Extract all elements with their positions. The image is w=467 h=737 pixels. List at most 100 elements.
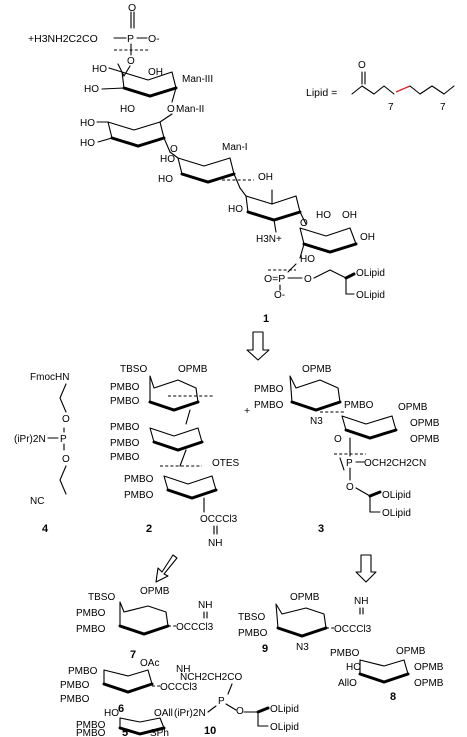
inositol-ring: O HO OH OH HO [287, 210, 375, 273]
c3-cn-chain: OCH2CH2CN [364, 458, 426, 469]
compound-4-structure: FmocHN O (iPr)2N P O NC 4 [14, 372, 70, 535]
c1-man3-oh: OH [148, 67, 163, 78]
compound-6-number: 6 [118, 703, 124, 715]
c9-n3: N3 [296, 642, 309, 653]
c1-olipid-2: OLipid [356, 290, 385, 301]
c10-p: P [218, 696, 225, 707]
c10-ncchain: NCH2CH2CO [180, 672, 242, 683]
c4-fmochn: FmocHN [30, 372, 69, 383]
c1-man1-ho-2: HO [158, 174, 173, 185]
c8-pmbo: PMBO [330, 648, 360, 659]
c5-sph: SPh [150, 728, 169, 737]
c1-ino-ho-2: HO [300, 254, 315, 265]
c1-lower-o: O [304, 274, 312, 285]
c7-pmbo-1: PMBO [76, 608, 106, 619]
c1-glcn-amine: H3N+ [256, 234, 282, 245]
c1-olipid-1: OLipid [356, 268, 385, 279]
c3-olipid-1: OLipid [382, 490, 411, 501]
c1-man1-o: O [170, 144, 178, 155]
c10-amine: (iPr)2N [174, 708, 206, 719]
compound-1-structure: +H3NH2C2CO P O O- O HO HO OH Man-III O [28, 2, 385, 325]
c2-pmbo-3: PMBO [110, 422, 140, 433]
c9-occcl3: OCCCl3 [334, 624, 372, 635]
c6-occcl3: OCCCl3 [160, 682, 198, 693]
c8-opmb-1: OPMB [396, 646, 426, 657]
c5-pmbo-2: PMBO [76, 728, 106, 737]
compound-8-structure: PMBO OPMB HO AllO OPMB OPMB 8 [330, 646, 444, 703]
compound-7-number: 7 [130, 649, 136, 661]
c2-occcl3: OCCCl3 [200, 514, 238, 525]
c9-tbso: TBSO [238, 612, 265, 623]
c1-lower-o-minus: O- [274, 290, 285, 301]
retrosynthesis-arrow-3 [355, 554, 377, 583]
compound-6-structure: PMBO OAc PMBO PMBO NH OCCCl3 6 [60, 658, 198, 715]
c2-nh: NH [208, 538, 222, 549]
retrosynthesis-arrow-2 [155, 554, 178, 583]
c1-linker-o: O [127, 56, 135, 67]
c3-pmbo-2: PMBO [254, 400, 284, 411]
c3-olipid-2: OLipid [382, 508, 411, 519]
c3-n3: N3 [310, 416, 323, 427]
compound-9-structure: OPMB TBSO PMBO N3 NH OCCCl3 9 [238, 592, 372, 655]
compound-3-number: 3 [318, 523, 324, 535]
c7-opmb: OPMB [140, 586, 170, 597]
c1-man3-ho-1: HO [92, 64, 107, 75]
c9-opmb: OPMB [290, 592, 320, 603]
compound-9-number: 9 [262, 643, 268, 655]
man-ii-ring: HO HO HO Man-II [80, 104, 204, 153]
c6-nh: NH [176, 664, 190, 675]
c1-lower-phosphate: O=P [264, 273, 285, 285]
compound-5-number: 5 [122, 727, 128, 737]
c7-nh: NH [198, 600, 212, 611]
c3-pmbo-3: PMBO [344, 400, 374, 411]
c1-phosphate-o-minus: O- [148, 33, 160, 45]
c1-man2-ho-2: HO [80, 138, 95, 149]
c8-opmb-2: OPMB [414, 662, 444, 673]
c4-o-top: O [62, 414, 70, 425]
lipid-chain-count-2: 7 [440, 102, 446, 113]
c3-opmb-top: OPMB [302, 364, 332, 375]
c4-o-bottom: O [62, 454, 70, 465]
compound-8-number: 8 [390, 691, 396, 703]
c3-pmbo-1: PMBO [254, 384, 284, 395]
c1-phosphate-o-top: O [128, 2, 136, 14]
c1-glcn-ho: HO [228, 204, 243, 215]
c1-man3-man2-o: O [167, 104, 175, 115]
c1-man2-oh-top: HO [120, 104, 135, 115]
c2-opmb: OPMB [178, 364, 208, 375]
c1-man3-ho-2: HO [84, 84, 99, 95]
lipid-equals-label: Lipid = [306, 87, 337, 99]
c9-pmbo: PMBO [238, 628, 268, 639]
c6-pmbo-3: PMBO [60, 694, 90, 705]
c5-ho: HO [104, 708, 119, 719]
c8-opmb-3: OPMB [414, 678, 444, 689]
plus-sign: + [244, 405, 250, 417]
compound-7-structure: TBSO OPMB PMBO PMBO NH OCCCl3 7 [76, 586, 214, 661]
c3-opmb-1: OPMB [398, 402, 428, 413]
c8-allo: AllO [338, 678, 357, 689]
c2-otes: OTES [212, 458, 240, 469]
c1-ino-o: O [300, 218, 308, 229]
c5-oall: OAll [154, 708, 173, 719]
c3-p: P [346, 458, 353, 469]
c1-man1-ho-1: HO [160, 154, 175, 165]
compound-2-number: 2 [146, 523, 152, 535]
c2-pmbo-4: PMBO [110, 438, 140, 449]
c10-olipid-1: OLipid [270, 704, 299, 715]
retrosynthesis-arrow-1 [246, 331, 270, 361]
compound-5-structure: HO OAll PMBO PMBO SPh 5 [76, 708, 173, 737]
c6-pmbo-1: PMBO [68, 666, 98, 677]
c9-nh: NH [354, 596, 368, 607]
c2-tbso: TBSO [120, 364, 147, 375]
compound-10-structure: NCH2CH2CO P (iPr)2N O OLipid OLipid 10 [174, 672, 299, 737]
c4-p: P [60, 434, 67, 445]
c7-pmbo-2: PMBO [76, 624, 106, 635]
compound-3-structure: OPMB PMBO PMBO N3 PMBO OPMB OPMB OPMB O … [254, 364, 440, 535]
c7-tbso: TBSO [88, 592, 115, 603]
compound-4-number: 4 [42, 523, 49, 535]
c10-o: O [236, 706, 244, 717]
c2-pmbo-6: PMBO [124, 474, 154, 485]
c1-ethanolamine-label: +H3NH2C2CO [28, 33, 98, 45]
compound-10-number: 10 [204, 725, 216, 737]
c2-pmbo-1: PMBO [110, 382, 140, 393]
